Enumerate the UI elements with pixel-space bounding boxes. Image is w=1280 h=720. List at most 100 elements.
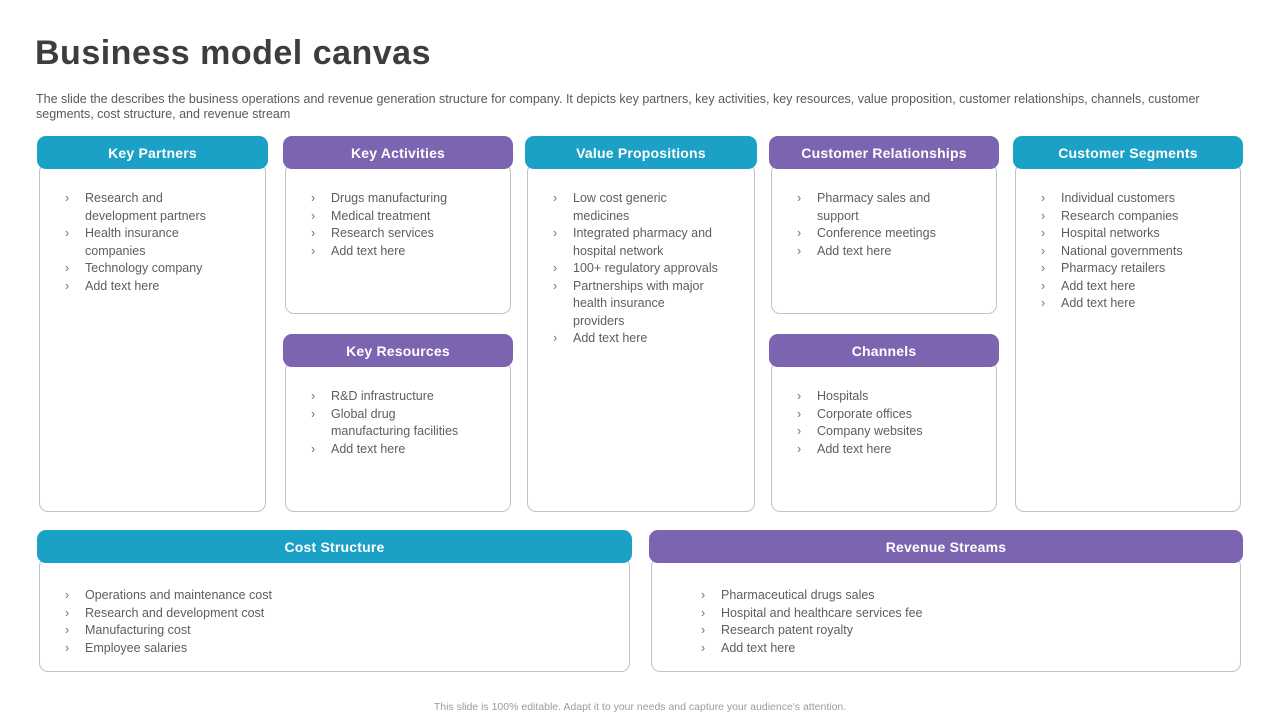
chevron-bullet-icon: ›: [553, 278, 558, 293]
list-item-text: Add text here: [817, 243, 892, 258]
chevron-bullet-icon: ›: [797, 243, 802, 258]
section-header-customer-segments: Customer Segments: [1013, 136, 1243, 169]
section-item-list: ›Individual customers›Research companies…: [1041, 190, 1237, 313]
section-header-key-partners: Key Partners: [37, 136, 268, 169]
list-item: › Add text here: [701, 640, 1237, 658]
list-item-text: Add text here: [573, 331, 648, 345]
chevron-bullet-icon: ›: [1041, 296, 1046, 310]
chevron-bullet-icon: ›: [65, 278, 70, 293]
chevron-bullet-icon: ›: [65, 623, 70, 637]
chevron-bullet-icon: ›: [797, 191, 802, 205]
chevron-bullet-icon: ›: [311, 191, 316, 205]
list-item: ›Pharmacy retailers: [1041, 260, 1237, 278]
chevron-bullet-icon: ›: [797, 441, 802, 456]
list-item: › Employee salaries: [65, 640, 626, 658]
section-key-partners: Key Partners ›Research and development p…: [37, 136, 268, 512]
section-body: [771, 163, 997, 314]
list-item: › Add text here: [553, 330, 751, 348]
section-revenue-streams: Revenue Streams ›Pharmaceutical drugs sa…: [649, 530, 1243, 672]
chevron-bullet-icon: ›: [311, 226, 316, 240]
list-item-text: Add text here: [721, 640, 796, 655]
section-title: Key Partners: [108, 144, 197, 161]
section-body: [285, 361, 511, 512]
chevron-bullet-icon: ›: [311, 389, 316, 403]
section-title: Key Activities: [350, 144, 446, 161]
section-body: [771, 361, 997, 512]
list-item-text: Hospitals: [817, 389, 869, 403]
chevron-bullet-icon: ›: [311, 243, 316, 258]
list-item: ›Drugs manufacturing: [311, 190, 507, 208]
list-item: ›Low cost generic medicines: [553, 190, 751, 225]
list-item: › Hospital and healthcare services fee: [701, 605, 1237, 623]
section-title: Channels: [851, 342, 917, 359]
list-item-text: Research companies: [1061, 208, 1179, 223]
section-key-activities: Key Activities ›Drugs manufacturing›Medi…: [283, 136, 513, 314]
section-item-list: ›Pharmacy sales and support›Conference m…: [797, 190, 993, 260]
section-item-list: ›Research and development partners›Healt…: [65, 190, 262, 295]
section-customer-segments: Customer Segments ›Individual customers›…: [1013, 136, 1243, 512]
list-item: ›Pharmacy sales and support: [797, 190, 993, 225]
list-item-text: Company websites: [817, 424, 923, 438]
chevron-bullet-icon: ›: [553, 331, 558, 345]
list-item: ›Research patent royalty: [701, 622, 1237, 640]
list-item: › Individual customers: [1041, 190, 1237, 208]
chevron-bullet-icon: ›: [1041, 191, 1046, 205]
list-item: › Add text here: [311, 243, 507, 261]
list-item: › Medical treatment: [311, 208, 507, 226]
chevron-bullet-icon: ›: [311, 208, 316, 223]
section-cost-structure: Cost Structure › Operations and maintenan…: [37, 530, 632, 672]
list-item-text: Pharmacy retailers: [1061, 261, 1166, 275]
list-item-text: Manufacturing cost: [85, 623, 191, 637]
list-item: ›Health insurance companies: [65, 225, 262, 260]
section-body: [39, 163, 266, 512]
chevron-bullet-icon: ›: [65, 640, 70, 655]
chevron-bullet-icon: ›: [553, 226, 558, 240]
section-body: [285, 163, 511, 314]
list-item-text: Partnerships with major health insurance…: [573, 278, 704, 328]
page-title: Business model canvas: [35, 34, 432, 72]
list-item: › Add text here: [1041, 295, 1237, 313]
list-item-text: Add text here: [1061, 296, 1136, 310]
chevron-bullet-icon: ›: [65, 261, 70, 275]
list-item-text: Add text here: [331, 243, 406, 258]
list-item-text: Add text here: [85, 278, 160, 293]
chevron-bullet-icon: ›: [553, 261, 558, 275]
section-header-key-resources: Key Resources: [283, 334, 513, 367]
list-item: ›Pharmaceutical drugs sales: [701, 587, 1237, 605]
list-item-text: National governments: [1061, 243, 1183, 258]
list-item-text: Hospital and healthcare services fee: [721, 605, 923, 620]
list-item-text: Research and development partners: [85, 191, 206, 223]
list-item: ›Corporate offices: [797, 406, 993, 424]
chevron-bullet-icon: ›: [701, 605, 706, 620]
section-title: Cost Structure: [284, 538, 385, 555]
chevron-bullet-icon: ›: [701, 640, 706, 655]
section-item-list: ›Pharmaceutical drugs sales›Hospital and…: [701, 587, 1237, 657]
list-item-text: 100+ regulatory approvals: [573, 261, 718, 275]
list-item-text: Medical treatment: [331, 208, 431, 223]
list-item: ›Add text here: [1041, 278, 1237, 296]
list-item: ›Research services: [311, 225, 507, 243]
section-customer-relationships: Customer Relationships ›Pharmacy sales a…: [769, 136, 999, 314]
section-title: Key Resources: [346, 342, 450, 359]
list-item: ›National governments: [1041, 243, 1237, 261]
list-item: › R&D infrastructure: [311, 388, 507, 406]
chevron-bullet-icon: ›: [1041, 226, 1046, 240]
list-item-text: R&D infrastructure: [331, 389, 434, 403]
list-item-text: Pharmaceutical drugs sales: [721, 588, 875, 602]
section-header-revenue-streams: Revenue Streams: [649, 530, 1243, 563]
list-item-text: Health insurance companies: [85, 226, 179, 258]
section-title: Value Propositions: [576, 144, 706, 161]
list-item-text: Operations and maintenance cost: [85, 588, 272, 602]
list-item: ›Research companies: [1041, 208, 1237, 226]
section-title: Customer Relationships: [801, 144, 967, 161]
list-item-text: Employee salaries: [85, 640, 188, 655]
list-item: ›Research and development partners: [65, 190, 262, 225]
chevron-bullet-icon: ›: [553, 191, 558, 205]
section-key-resources: Key Resources › R&D infrastructure› Global…: [283, 334, 513, 512]
section-header-customer-relationships: Customer Relationships: [769, 136, 999, 169]
page-description: The slide the describes the business ope…: [36, 92, 1200, 121]
list-item-text: Global drug manufacturing facilities: [331, 406, 459, 439]
list-item-text: Individual customers: [1061, 191, 1175, 205]
list-item: ›Integrated pharmacy and hospital networ…: [553, 225, 751, 260]
section-header-cost-structure: Cost Structure: [37, 530, 632, 563]
